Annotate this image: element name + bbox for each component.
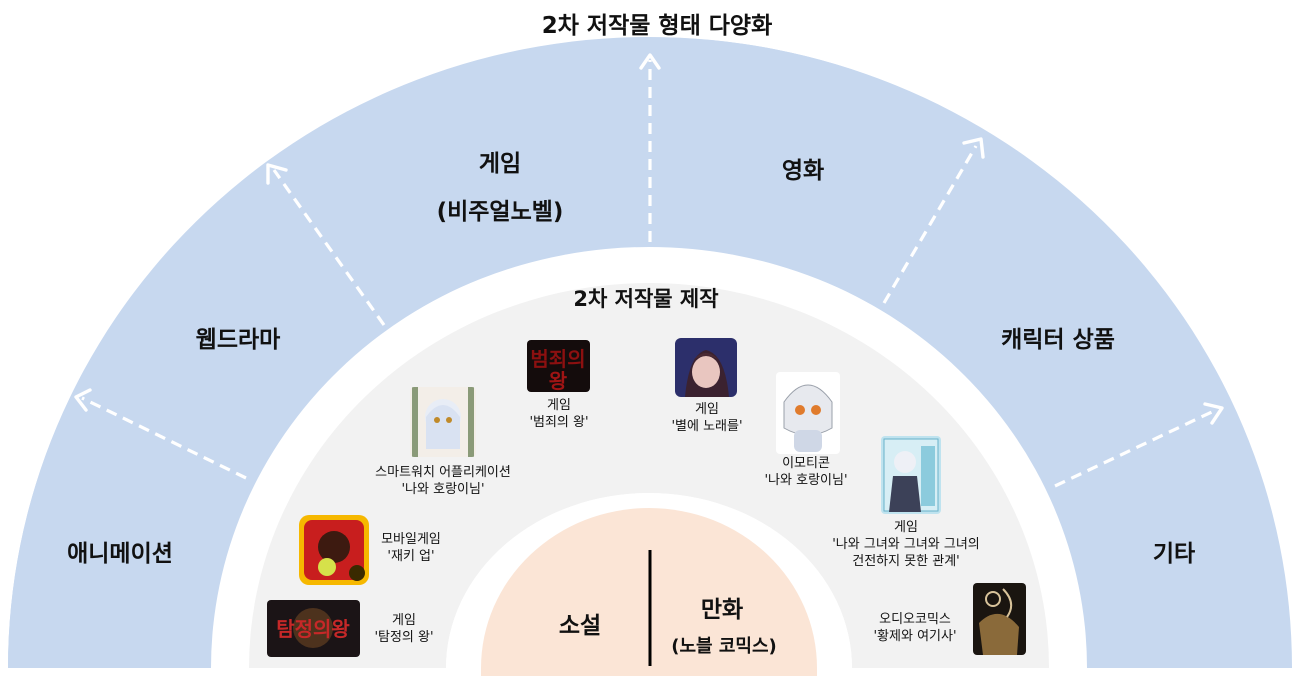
work-label-smartwatch-tiger: 스마트워치 어플리케이션 '나와 호랑이님' (375, 464, 511, 498)
work-type: 게임 (894, 520, 918, 535)
work-type: 게임 (392, 613, 416, 628)
svg-text:범죄의: 범죄의 (530, 347, 585, 371)
svg-text:탐정의왕: 탐정의왕 (276, 617, 350, 641)
work-label-crime-king: 게임 '범죄의 왕' (529, 397, 588, 431)
work-type: 이모티콘 (782, 456, 830, 471)
middle-ring-shape (249, 283, 1049, 668)
game-thumbnail-detective-king-icon: 탐정의왕 (267, 600, 360, 657)
emoticon-thumbnail-tiger-icon (776, 372, 840, 454)
work-title: '탐정의 왕' (374, 630, 434, 645)
work-label-detective-king: 게임 '탐정의 왕' (374, 612, 433, 646)
diagram-title: 2차 저작물 형태 다양화 (541, 13, 773, 39)
svg-text:왕: 왕 (549, 369, 568, 392)
work-title: '재키 업' (387, 549, 435, 564)
arrows (81, 60, 1217, 488)
outer-item-game-line2: (비주얼노벨) (436, 199, 564, 225)
work-title: '범죄의 왕' (529, 415, 589, 430)
work-title: '나와 호랑이님' (401, 482, 485, 497)
core-sublabel-novel-comics: (노블 코믹스) (671, 636, 777, 657)
game-thumbnail-unhealthy-relationship-icon (881, 436, 941, 514)
outer-item-webdrama: 웹드라마 (195, 327, 281, 353)
outer-item-etc: 기타 (1152, 541, 1196, 567)
core-label-comic: 만화 (700, 597, 744, 623)
arrow-upper-right (882, 145, 978, 304)
core-label-novel: 소설 (558, 613, 602, 639)
work-label-emperor-knight: 오디오코믹스 '황제와 여기사' (873, 611, 956, 645)
app-thumbnail-tiger-icon (410, 387, 476, 457)
outer-item-character-goods: 캐릭터 상품 (1001, 327, 1115, 353)
work-title: '별에 노래를' (671, 419, 743, 434)
outer-item-animation: 애니메이션 (67, 541, 173, 567)
arrowheads (74, 53, 1224, 425)
work-type: 오디오코믹스 (879, 612, 951, 627)
arrowhead-upper-left (266, 163, 288, 185)
outer-item-game-line1: 게임 (478, 151, 522, 177)
middle-ring-title: 2차 저작물 제작 (573, 287, 719, 311)
work-title: '나와 그녀와 그녀와 그녀의 (832, 537, 980, 552)
arrow-upper-left (272, 169, 386, 326)
outer-item-movie: 영화 (781, 158, 825, 184)
arrowhead-upper-right (962, 137, 985, 159)
work-title: '나와 호랑이님' (764, 473, 848, 488)
work-type: 스마트워치 어플리케이션 (375, 465, 511, 480)
arrow-right (1054, 408, 1217, 488)
arrow-left (81, 396, 247, 480)
work-label-unhealthy-relationship: 게임 '나와 그녀와 그녀와 그녀의 건전하지 못한 관계' (832, 519, 980, 570)
work-type: 게임 (547, 398, 571, 413)
work-label-jackie-up: 모바일게임 '재키 업' (381, 531, 441, 565)
work-label-emoticon-tiger: 이모티콘 '나와 호랑이님' (764, 455, 847, 489)
arrowhead-right (1203, 402, 1224, 425)
game-thumbnail-jackie-up-icon (299, 515, 369, 585)
audiocomic-thumbnail-emperor-knight-icon (973, 583, 1026, 655)
outer-ring-shape (8, 37, 1290, 668)
outer-item-game-visual-novel: 게임 (비주얼노벨) (437, 144, 564, 226)
work-title: '황제와 여기사' (873, 629, 957, 644)
work-label-sing-to-stars: 게임 '별에 노래를' (671, 401, 742, 435)
arrowhead-left (74, 388, 92, 412)
arrowhead-top (639, 53, 661, 70)
work-type: 모바일게임 (381, 532, 441, 547)
work-type: 게임 (695, 402, 719, 417)
work-title-line2: 건전하지 못한 관계' (852, 554, 960, 569)
game-thumbnail-sing-to-stars-icon (675, 338, 737, 397)
